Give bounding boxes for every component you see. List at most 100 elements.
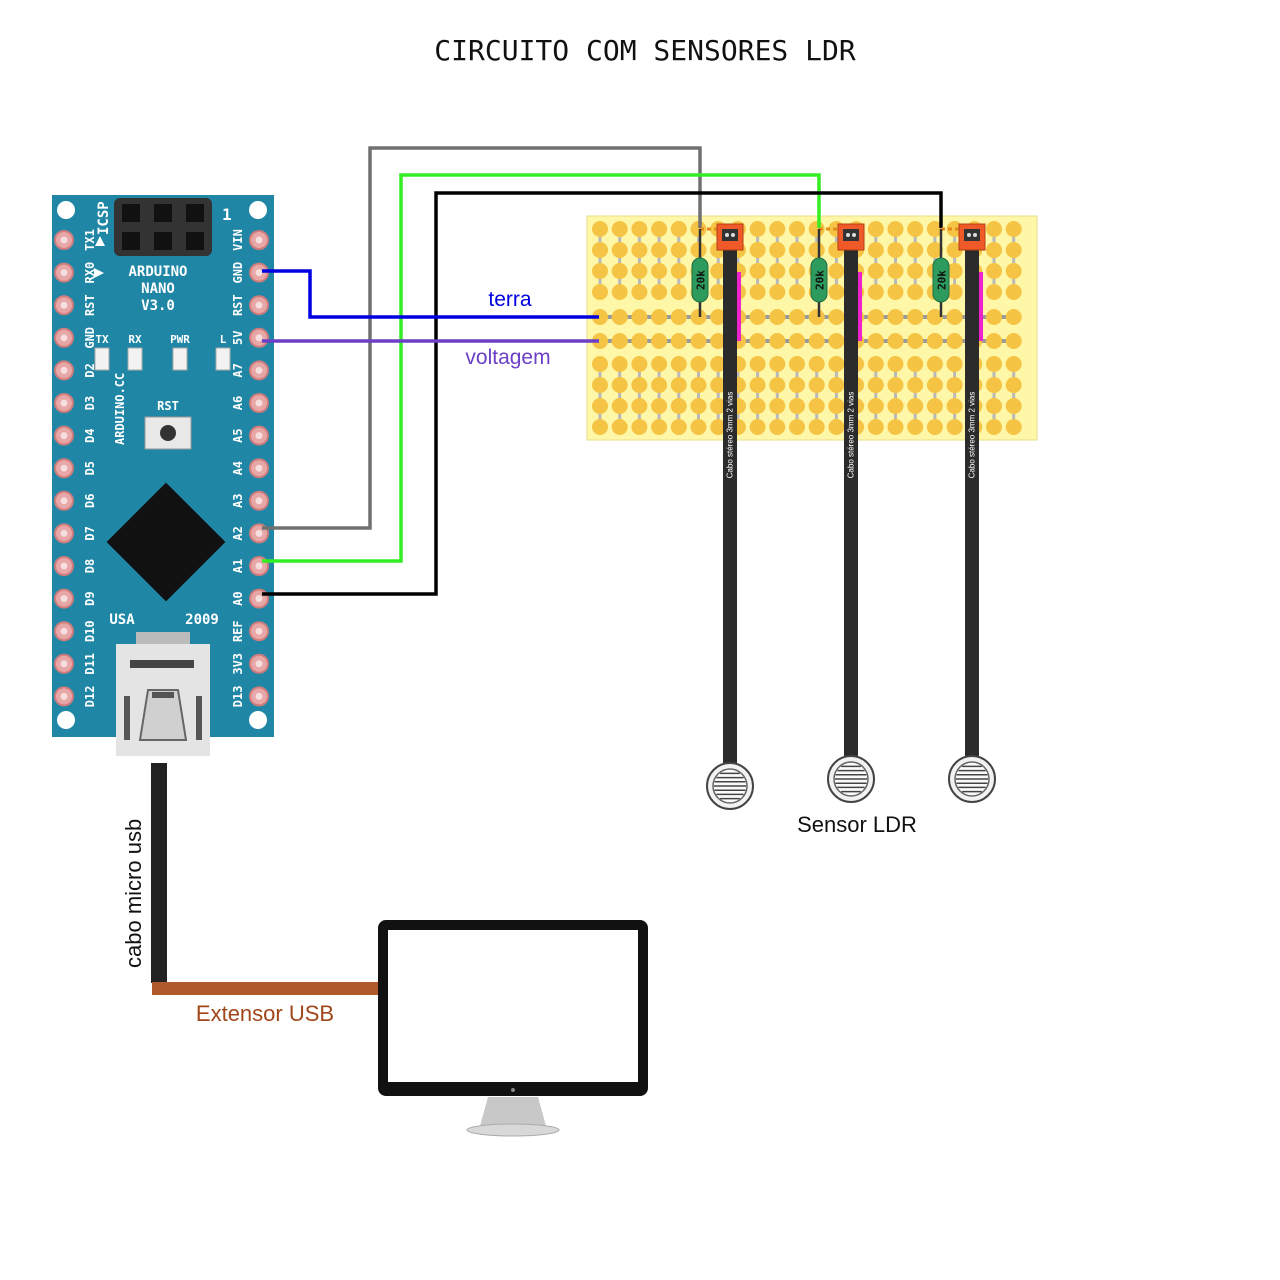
- pad: [769, 221, 786, 237]
- pad: [986, 284, 1002, 300]
- pin-label-left: D12: [83, 686, 97, 708]
- pad: [1005, 377, 1022, 393]
- pad: [749, 242, 766, 258]
- pad: [769, 377, 786, 393]
- pad: [907, 419, 924, 435]
- pad: [749, 221, 766, 237]
- pad: [887, 242, 904, 258]
- led-label-pwr: PWR: [170, 333, 190, 346]
- pad: [946, 333, 963, 349]
- header-hole: [255, 236, 263, 244]
- pin-marker-icon: [94, 268, 104, 278]
- pad: [867, 242, 884, 258]
- pin-label-right: A1: [231, 559, 245, 573]
- pad: [710, 419, 727, 435]
- pad: [769, 284, 786, 300]
- pad: [1005, 242, 1022, 258]
- pad: [631, 309, 648, 325]
- pin-label-right: A4: [231, 461, 245, 475]
- wire-ground: [262, 269, 599, 319]
- pad: [749, 419, 766, 435]
- pad: [907, 284, 924, 300]
- pin-label-right: A0: [231, 591, 245, 605]
- board-year: 2009: [185, 612, 219, 628]
- pin-label-right: A7: [231, 363, 245, 377]
- board-country: USA: [109, 612, 135, 628]
- pad: [631, 284, 648, 300]
- pad: [611, 263, 628, 279]
- pad: [789, 221, 805, 237]
- pin-label-right: VIN: [231, 229, 245, 251]
- pad: [670, 309, 687, 325]
- pad: [670, 356, 687, 372]
- resistor-label: 20k: [814, 270, 827, 290]
- pad: [946, 377, 963, 393]
- pad: [808, 242, 825, 258]
- icsp-label: ICSP: [96, 201, 112, 235]
- pad: [670, 419, 687, 435]
- pad: [946, 419, 963, 435]
- pad: [1005, 284, 1022, 300]
- pad: [907, 398, 924, 414]
- header-hole: [255, 269, 263, 277]
- pad: [789, 356, 805, 372]
- pad: [808, 309, 825, 325]
- stereo-cable: [844, 244, 858, 761]
- pad: [828, 419, 845, 435]
- pin-label-left: D10: [83, 620, 97, 642]
- perfboard-pads: [592, 221, 1022, 435]
- connector-socket: [964, 229, 980, 241]
- header-hole: [60, 399, 68, 407]
- header-hole: [255, 562, 263, 570]
- header-hole: [255, 692, 263, 700]
- pad: [887, 398, 904, 414]
- pad: [828, 263, 845, 279]
- photoresistor-icon: [827, 755, 875, 803]
- pad: [690, 309, 707, 325]
- pin-label-left: D6: [83, 494, 97, 508]
- pad: [907, 377, 924, 393]
- pad: [986, 242, 1002, 258]
- pad: [631, 377, 648, 393]
- pad: [789, 377, 805, 393]
- pad: [749, 263, 766, 279]
- header-hole: [255, 334, 263, 342]
- pad: [651, 333, 668, 349]
- usb-cable-label: cabo micro usb: [121, 819, 146, 968]
- pin-label-left: D4: [83, 428, 97, 442]
- pad: [926, 419, 943, 435]
- pad: [907, 333, 924, 349]
- pad: [592, 309, 608, 325]
- pad: [867, 263, 884, 279]
- pad: [690, 333, 707, 349]
- pad: [789, 419, 805, 435]
- pin-label-right: RST: [231, 294, 245, 316]
- pad: [1005, 263, 1022, 279]
- pad: [710, 284, 727, 300]
- pad: [1005, 398, 1022, 414]
- pin-label-left: D8: [83, 559, 97, 573]
- pad: [749, 398, 766, 414]
- led-tx: [94, 347, 110, 371]
- pad: [867, 284, 884, 300]
- pad: [769, 309, 786, 325]
- pad: [867, 309, 884, 325]
- pad: [710, 333, 727, 349]
- led-label-l: L: [220, 333, 227, 346]
- pad: [789, 309, 805, 325]
- pad: [986, 333, 1002, 349]
- monitor-icon: [378, 920, 648, 1137]
- right-pin-header: [249, 230, 269, 707]
- pin-label-left: D7: [83, 526, 97, 540]
- led-pwr: [172, 347, 188, 371]
- pin-label-left: RST: [83, 294, 97, 316]
- pad: [946, 284, 963, 300]
- pad: [769, 263, 786, 279]
- pad: [828, 309, 845, 325]
- pad: [592, 284, 608, 300]
- mount-hole: [249, 711, 267, 729]
- pad: [592, 263, 608, 279]
- microcontroller-icon: [106, 482, 226, 602]
